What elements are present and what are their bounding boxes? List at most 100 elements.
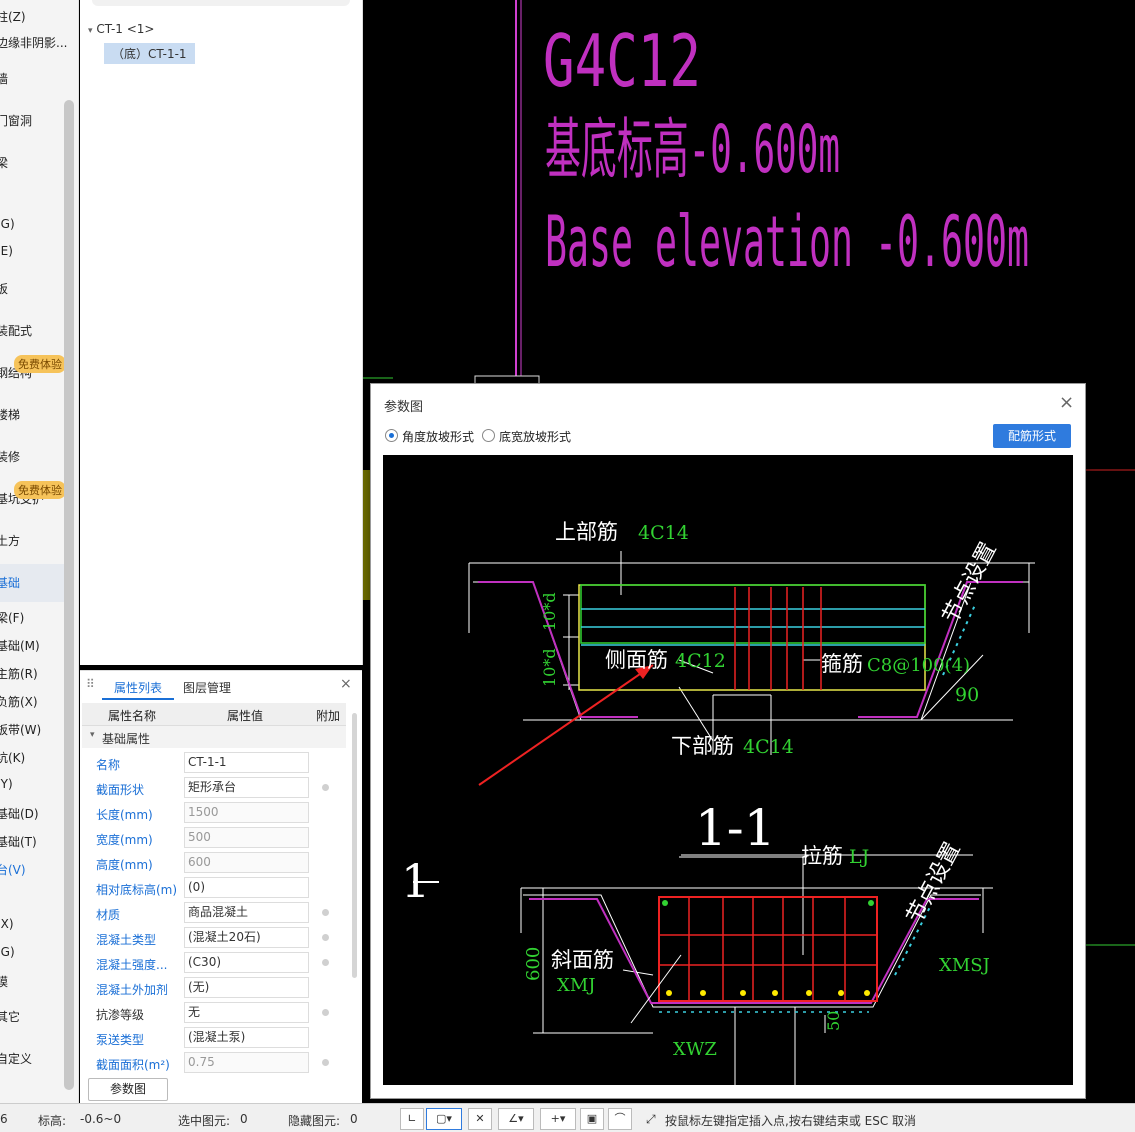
- nav-item[interactable]: (E): [0, 244, 13, 258]
- property-row[interactable]: 截面面积(m²)0.75: [82, 1051, 346, 1076]
- nav-scrollbar[interactable]: [64, 100, 74, 1090]
- nav-item[interactable]: 坑(K): [0, 751, 26, 765]
- nav-item[interactable]: 板: [0, 280, 8, 297]
- nav-item[interactable]: 板带(W): [0, 723, 42, 737]
- property-extra-checkbox[interactable]: [322, 1009, 329, 1016]
- nav-active-highlight: [0, 564, 64, 602]
- nav-item[interactable]: 模: [0, 973, 8, 990]
- property-value-input[interactable]: 500: [184, 827, 309, 848]
- status-hint: 按鼠标左键指定插入点,按右键结束或 ESC 取消: [665, 1114, 917, 1128]
- status-hidden-value: 0: [350, 1112, 358, 1126]
- insert-point-icon[interactable]: +▾: [540, 1108, 576, 1130]
- property-value-input[interactable]: 商品混凝土: [184, 902, 309, 923]
- param-diagram-button[interactable]: 参数图: [88, 1078, 168, 1101]
- nav-item[interactable]: 基础: [0, 576, 21, 590]
- snap-icon[interactable]: ▢▾: [426, 1108, 462, 1130]
- property-value-input[interactable]: 0.75: [184, 1052, 309, 1073]
- property-row[interactable]: 宽度(mm)500: [82, 826, 346, 851]
- property-group-row[interactable]: ▾ 基础属性: [82, 726, 346, 748]
- collapse-icon[interactable]: ▾: [90, 730, 95, 740]
- ortho-icon[interactable]: ∟: [400, 1108, 424, 1130]
- property-row[interactable]: 混凝土强度...(C30): [82, 951, 346, 976]
- property-extra-checkbox[interactable]: [322, 1059, 329, 1066]
- nav-item[interactable]: 门窗洞: [0, 114, 33, 128]
- label-xwz: XWZ: [673, 1039, 717, 1060]
- free-trial-badge[interactable]: 免费体验: [14, 355, 66, 373]
- property-value-input[interactable]: (0): [184, 877, 309, 898]
- property-value-input[interactable]: (无): [184, 977, 309, 998]
- label-section-title: 1-1: [695, 799, 776, 857]
- label-stirrup: 箍筋: [821, 652, 863, 676]
- property-row[interactable]: 混凝土外加剂(无): [82, 976, 346, 1001]
- nav-item[interactable]: 边缘非阴影...: [0, 36, 68, 50]
- drag-handle-icon[interactable]: ⠿: [86, 677, 95, 691]
- property-scrollbar[interactable]: [352, 713, 357, 978]
- nav-item[interactable]: (G): [0, 217, 15, 231]
- display-icon[interactable]: ▣: [580, 1108, 604, 1130]
- radio-width-slope-label[interactable]: 底宽放坡形式: [499, 430, 572, 444]
- tree-node-ct1-1[interactable]: （底）CT-1-1: [104, 43, 195, 64]
- property-value-input[interactable]: CT-1-1: [184, 752, 309, 773]
- property-extra-checkbox[interactable]: [322, 784, 329, 791]
- nav-item[interactable]: 基础(D): [0, 807, 39, 821]
- tab-layers[interactable]: 图层管理: [183, 681, 232, 695]
- nav-item[interactable]: 装配式: [0, 324, 33, 338]
- cross-icon[interactable]: ✕: [468, 1108, 492, 1130]
- nav-item[interactable]: 其它: [0, 1010, 21, 1024]
- angle-icon[interactable]: ∠▾: [498, 1108, 534, 1130]
- property-value-input[interactable]: (C30): [184, 952, 309, 973]
- property-row[interactable]: 相对底标高(m)(0): [82, 876, 346, 901]
- nav-item[interactable]: (X): [0, 917, 14, 931]
- cad-label-elevation-en: Base elevation -0.600m: [545, 201, 1029, 283]
- property-value-input[interactable]: (混凝土20石): [184, 927, 309, 948]
- nav-item[interactable]: 负筋(X): [0, 695, 38, 709]
- property-row[interactable]: 抗渗等级无: [82, 1001, 346, 1026]
- property-row[interactable]: 泵送类型 (混凝土泵): [82, 1026, 346, 1051]
- free-trial-badge[interactable]: 免费体验: [14, 481, 66, 499]
- nav-item[interactable]: 楼梯: [0, 408, 21, 422]
- property-value-input[interactable]: 无: [184, 1002, 309, 1023]
- collapse-icon[interactable]: ▾: [88, 26, 93, 36]
- nav-item[interactable]: 台(V): [0, 863, 26, 877]
- nav-item[interactable]: 基础(M): [0, 639, 40, 653]
- nav-item[interactable]: (Y): [0, 777, 13, 791]
- nav-item[interactable]: 基础(T): [0, 835, 37, 849]
- property-extra-checkbox[interactable]: [322, 909, 329, 916]
- radio-angle-slope[interactable]: [385, 429, 398, 442]
- property-row[interactable]: 混凝土类型(混凝土20石): [82, 926, 346, 951]
- radio-width-slope[interactable]: [482, 429, 495, 442]
- nav-item[interactable]: 自定义: [0, 1052, 33, 1066]
- property-row[interactable]: 材质商品混凝土: [82, 901, 346, 926]
- nav-item[interactable]: 墙: [0, 70, 8, 87]
- property-value-input[interactable]: 600: [184, 852, 309, 873]
- property-row[interactable]: 截面形状矩形承台: [82, 776, 346, 801]
- property-table-header: 属性名称 属性值 附加: [82, 703, 346, 726]
- property-value-input[interactable]: 1500: [184, 802, 309, 823]
- arc-icon[interactable]: ⌒: [608, 1108, 632, 1130]
- nav-item[interactable]: 柱(Z): [0, 10, 26, 24]
- radio-angle-slope-label[interactable]: 角度放坡形式: [402, 430, 475, 444]
- label-dim-600: 600: [523, 947, 544, 981]
- close-icon[interactable]: ×: [340, 676, 352, 692]
- property-extra-checkbox[interactable]: [322, 959, 329, 966]
- property-value-input[interactable]: 矩形承台: [184, 777, 309, 798]
- property-row[interactable]: 长度(mm)1500: [82, 801, 346, 826]
- property-row[interactable]: 高度(mm) 600: [82, 851, 346, 876]
- nav-item[interactable]: 装修: [0, 450, 21, 464]
- nav-item[interactable]: 主筋(R): [0, 667, 38, 681]
- tab-properties[interactable]: 属性列表: [114, 681, 163, 695]
- rebar-config-button[interactable]: 配筋形式: [993, 424, 1071, 448]
- tree-search-box[interactable]: [92, 0, 350, 6]
- close-icon[interactable]: ×: [1059, 392, 1075, 413]
- property-extra-checkbox[interactable]: [322, 934, 329, 941]
- tree-node-ct1[interactable]: ▾ CT-1 <1>: [88, 22, 155, 36]
- nav-item[interactable]: 梁: [0, 154, 8, 171]
- nav-item[interactable]: (G): [0, 945, 15, 959]
- nav-item[interactable]: 土方: [0, 534, 21, 548]
- section-diagram: 上部筋 4C14 侧面筋 4C12 箍筋 C8@100(4) 下部筋 4C14 …: [383, 455, 1073, 1085]
- property-name: 泵送类型: [96, 1033, 145, 1047]
- property-name: 高度(mm): [96, 858, 153, 872]
- property-value-input[interactable]: (混凝土泵): [184, 1027, 309, 1048]
- nav-item[interactable]: 梁(F): [0, 611, 25, 625]
